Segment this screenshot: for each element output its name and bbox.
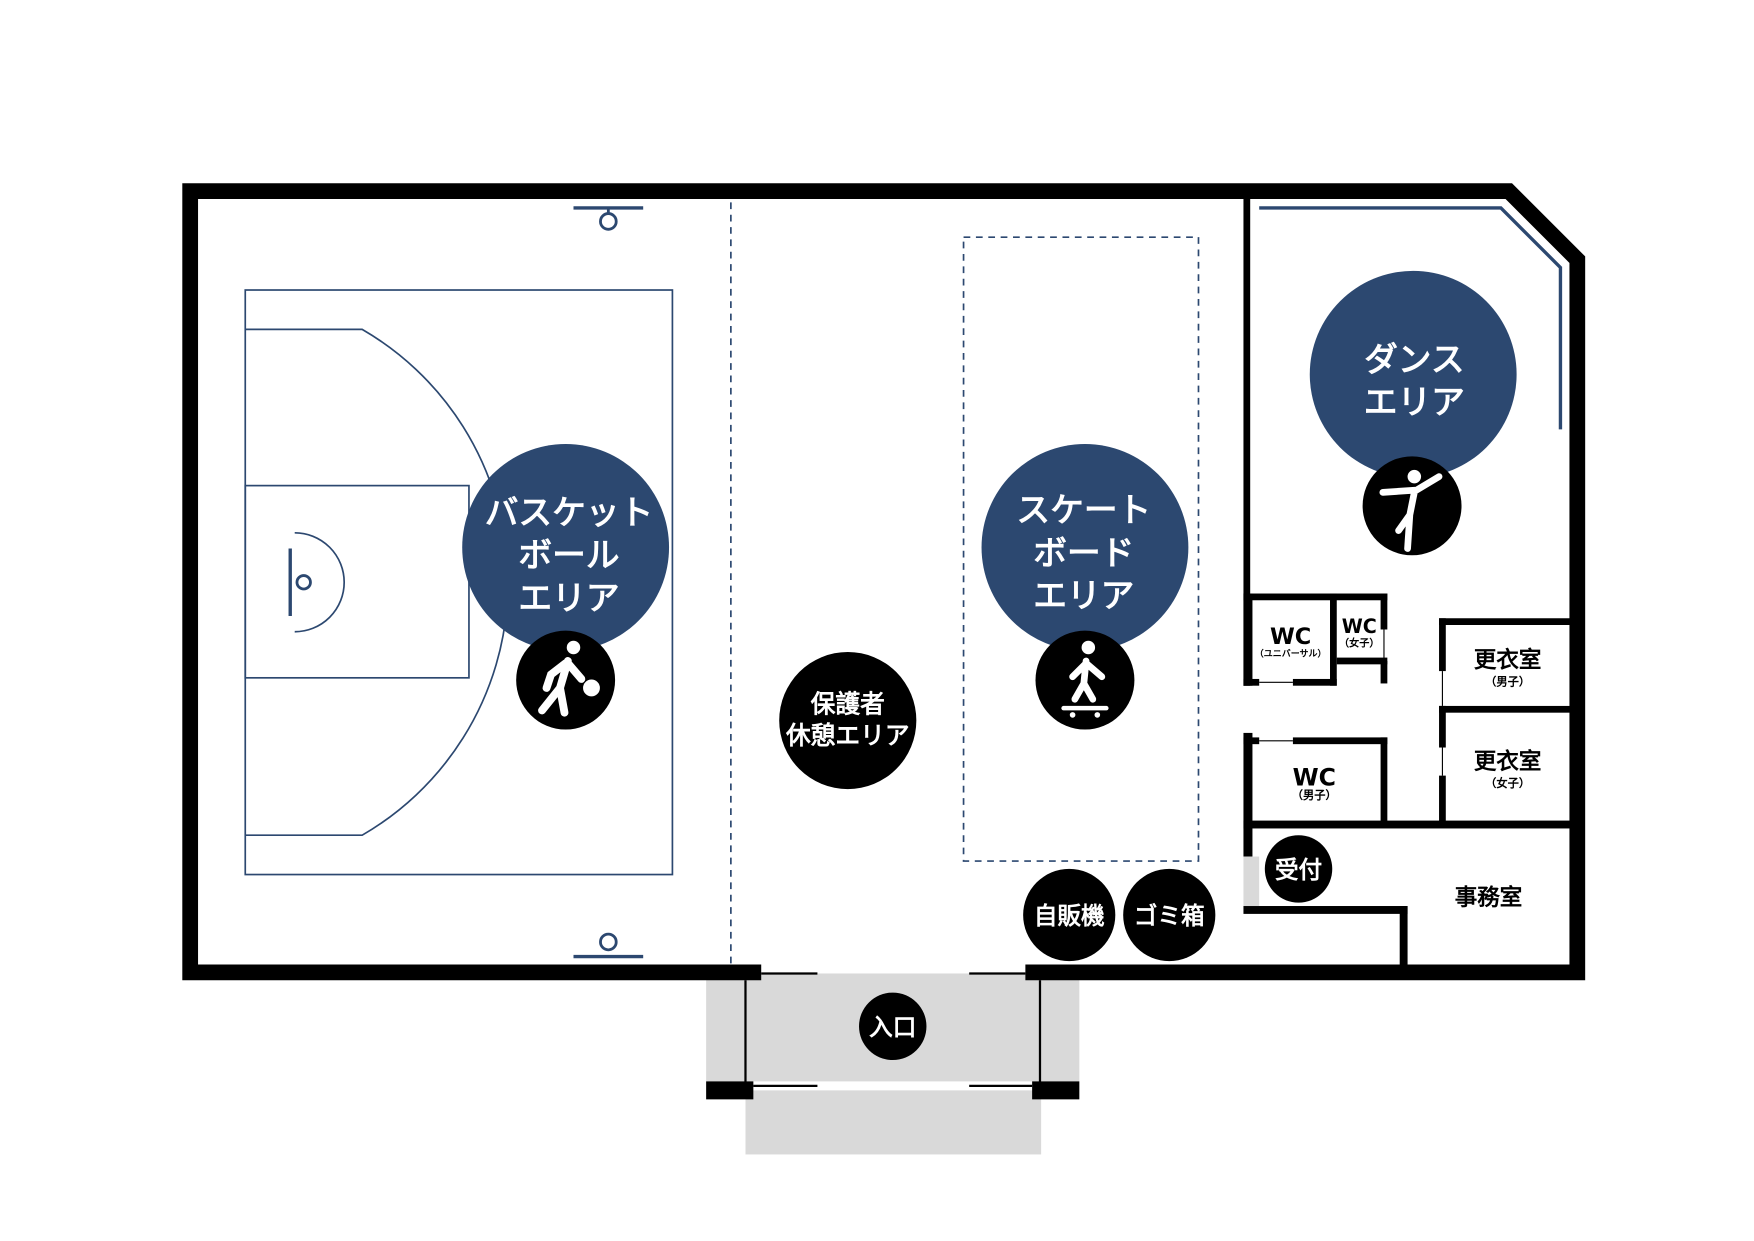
svg-text:エリア: エリア — [1033, 576, 1134, 615]
entrance: 入口 — [859, 992, 927, 1061]
inner-wall — [1243, 198, 1251, 686]
dance-area: ダンス エリア — [1309, 270, 1517, 556]
svg-text:ゴミ箱: ゴミ箱 — [1134, 902, 1205, 930]
trash-bin: ゴミ箱 — [1123, 868, 1216, 962]
svg-text:ボード: ボード — [1033, 533, 1134, 572]
svg-text:保護者: 保護者 — [810, 690, 885, 719]
svg-text:更衣室: 更衣室 — [1474, 647, 1541, 674]
svg-text:バスケット: バスケット — [485, 493, 654, 532]
svg-text:（女子）: （女子） — [1485, 776, 1530, 790]
svg-text:ボール: ボール — [518, 536, 619, 575]
parents-rest-area: 保護者 休憩エリア — [779, 651, 917, 790]
office-label: 事務室 — [1455, 884, 1522, 911]
hoop — [599, 932, 618, 952]
room-locker-women: 更衣室 （女子） — [1474, 748, 1541, 790]
svg-text:受付: 受付 — [1275, 856, 1322, 884]
skateboarder-icon — [1061, 640, 1109, 718]
dancer-icon — [1379, 469, 1443, 552]
svg-text:WC: WC — [1342, 615, 1377, 638]
vending-machine: 自販機 — [1023, 868, 1116, 962]
svg-text:入口: 入口 — [869, 1013, 916, 1041]
svg-text:WC: WC — [1270, 624, 1311, 650]
reception-counter — [1243, 856, 1260, 907]
hoop — [599, 212, 618, 231]
basketball-area: バスケット ボール エリア — [462, 444, 670, 730]
svg-text:更衣室: 更衣室 — [1474, 748, 1541, 775]
svg-text:（男子）: （男子） — [1292, 789, 1337, 802]
outer-wall — [182, 183, 1586, 981]
svg-text:自販機: 自販機 — [1034, 902, 1105, 930]
entrance-step — [745, 1090, 1042, 1155]
svg-text:エリア: エリア — [518, 578, 619, 617]
skate-zone — [962, 236, 1200, 862]
svg-text:ダンス: ダンス — [1364, 340, 1464, 379]
room-wc-universal: WC （ユニバーサル） — [1255, 624, 1327, 659]
dance-mirror — [1259, 206, 1563, 430]
svg-text:スケート: スケート — [1016, 491, 1151, 530]
svg-text:休憩エリア: 休憩エリア — [785, 721, 910, 750]
hoop — [295, 574, 312, 591]
svg-text:WC: WC — [1293, 764, 1336, 792]
room-locker-men: 更衣室 （男子） — [1474, 647, 1541, 689]
room-walls — [1243, 593, 1571, 968]
room-wc-women: WC （女子） — [1339, 615, 1379, 649]
basketball-player-icon — [538, 640, 602, 717]
room-wc-men: WC （男子） — [1292, 764, 1337, 802]
svg-text:（男子）: （男子） — [1485, 676, 1530, 689]
svg-text:エリア: エリア — [1364, 383, 1465, 422]
reception: 受付 — [1264, 835, 1333, 903]
svg-text:（女子）: （女子） — [1339, 636, 1379, 649]
svg-text:（ユニバーサル）: （ユニバーサル） — [1255, 648, 1327, 659]
skateboard-area: スケート ボード エリア — [981, 444, 1189, 730]
